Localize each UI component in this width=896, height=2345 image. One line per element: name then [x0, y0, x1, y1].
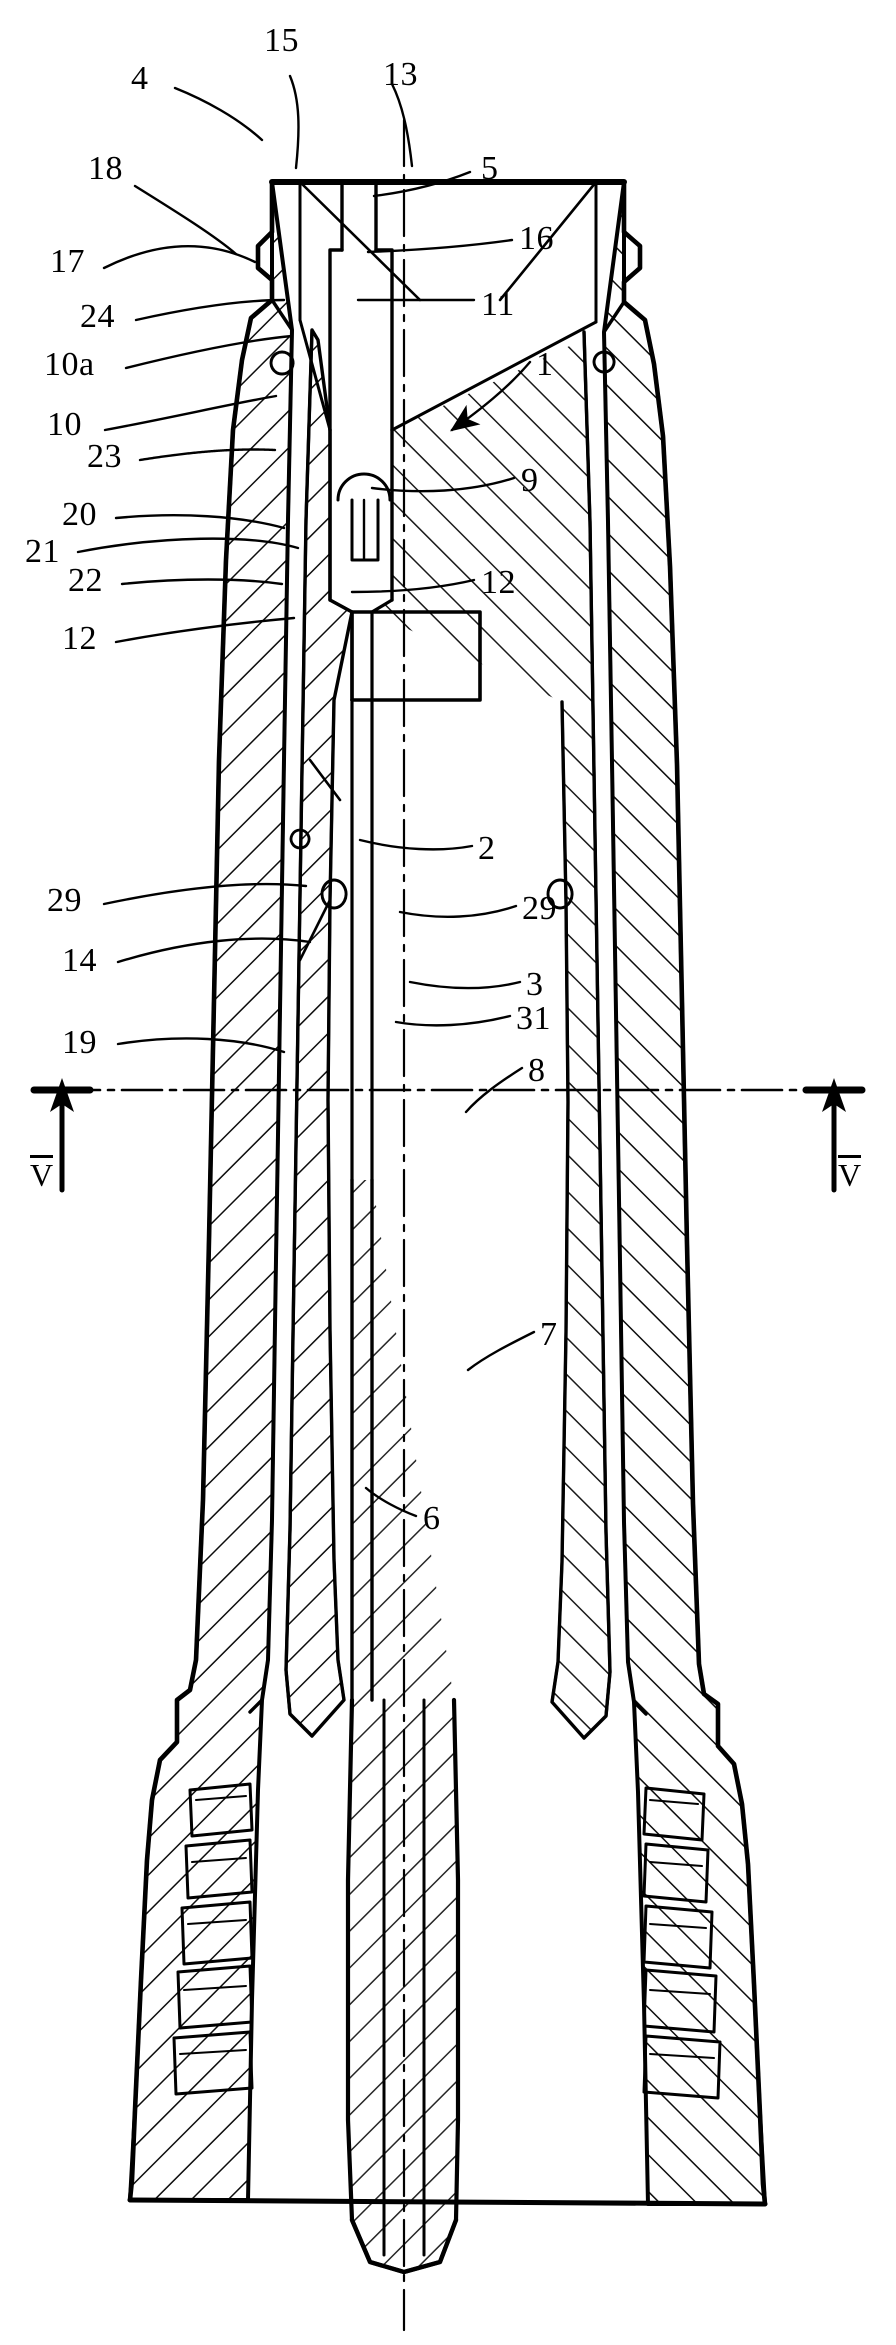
ref-label-22: 22: [68, 562, 103, 599]
ref-label-20: 20: [62, 496, 97, 533]
ref-label-3: 3: [526, 966, 544, 1003]
ref-label-23: 23: [87, 438, 122, 475]
section-marker-left: V: [30, 1155, 54, 1193]
section-marker-right: V: [838, 1155, 862, 1193]
ref-label-2: 2: [478, 830, 496, 867]
ref-label-9: 9: [521, 462, 539, 499]
ref-label-7: 7: [540, 1316, 558, 1353]
ref-label-13: 13: [383, 56, 418, 93]
ref-label-12-left: 12: [62, 620, 97, 657]
ref-label-29-left: 29: [47, 882, 82, 919]
ref-label-11: 11: [481, 286, 515, 323]
ref-label-10: 10: [47, 406, 82, 443]
ref-label-19: 19: [62, 1024, 97, 1061]
ref-label-10a: 10a: [44, 346, 95, 383]
ref-label-17: 17: [50, 243, 85, 280]
ref-label-18: 18: [88, 150, 123, 187]
section-marker-right-letter: V: [838, 1155, 862, 1193]
ref-label-4: 4: [131, 60, 149, 97]
ref-label-14: 14: [62, 942, 97, 979]
ref-label-5: 5: [481, 150, 499, 187]
ref-label-31: 31: [516, 1000, 551, 1037]
ref-label-1: 1: [536, 346, 554, 383]
ref-label-6: 6: [423, 1500, 441, 1537]
ref-label-15: 15: [264, 22, 299, 59]
ref-label-12-right: 12: [481, 564, 516, 601]
ref-label-16: 16: [519, 220, 554, 257]
ref-label-29-right: 29: [522, 890, 557, 927]
ref-label-24: 24: [80, 298, 115, 335]
section-marker-left-letter: V: [30, 1155, 54, 1193]
ref-label-21: 21: [25, 533, 60, 570]
ref-label-8: 8: [528, 1052, 546, 1089]
